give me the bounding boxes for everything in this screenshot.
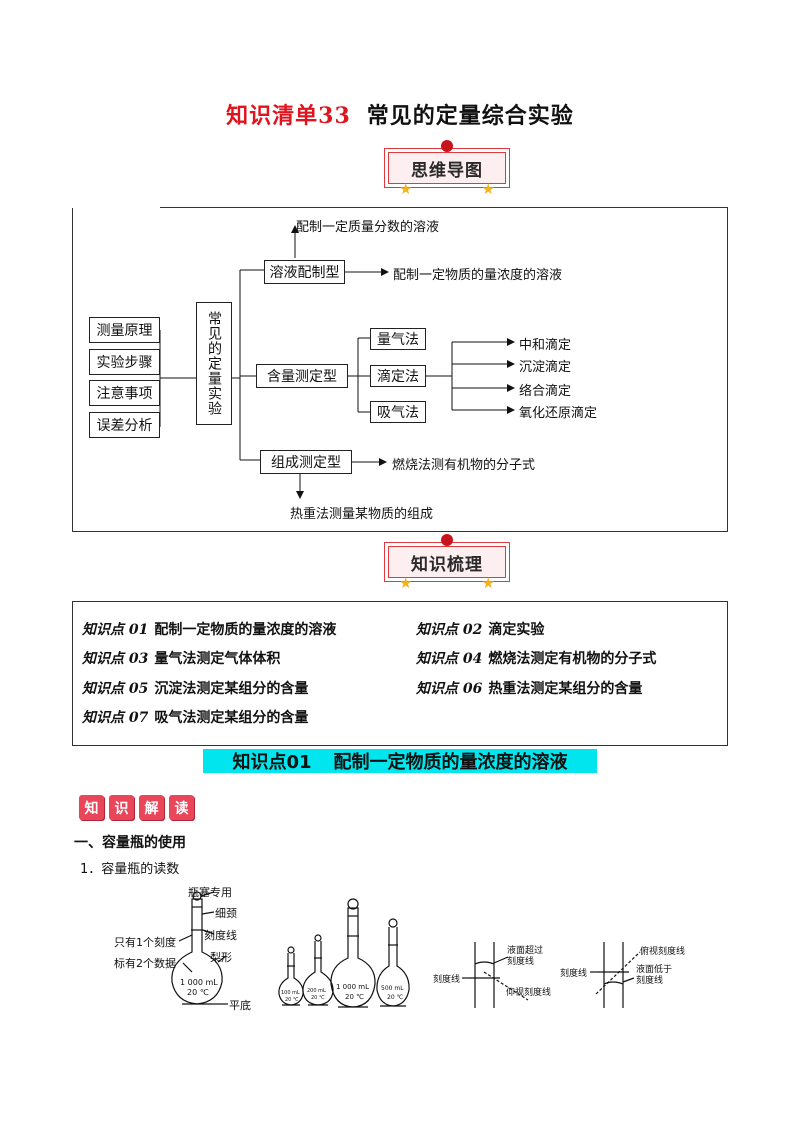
star-icon: ★ <box>481 180 495 198</box>
mind-map-leaf: 燃烧法测有机物的分子式 <box>392 458 536 473</box>
kp-text: 沉淀法测定某组分的含量 <box>154 681 309 697</box>
mind-map-leaf: 热重法测量某物质的组成 <box>290 507 434 522</box>
mind-map-leaf: 中和滴定 <box>519 338 572 353</box>
flask-mark: 1 000 mL <box>180 978 218 987</box>
flask-stopper-base <box>191 898 203 908</box>
flask-label: 瓶塞专用 <box>188 886 232 899</box>
flask-mark: 20 ℃ <box>345 993 364 1001</box>
flask-mark: 20 ℃ <box>311 995 325 1001</box>
title-code: 知识清单33 <box>226 103 351 129</box>
kp-text: 滴定实验 <box>488 622 545 638</box>
knowledge-point-link[interactable]: 知识点 03 量气法测定气体体积 <box>82 648 280 668</box>
kp-text: 配制一定物质的量浓度的溶液 <box>154 622 337 638</box>
flask-label: 细颈 <box>215 907 237 920</box>
knowledge-point-link[interactable]: 知识点 02 滴定实验 <box>416 619 544 639</box>
kp-num: 知识点 02 <box>416 622 483 638</box>
mind-map-branch: 溶液配制型 <box>264 260 345 284</box>
mind-map-leaf: 络合滴定 <box>519 384 572 399</box>
item-text: 1．容量瓶的读数 <box>80 862 180 877</box>
flask-label: 只有1个刻度 <box>114 936 176 949</box>
mind-map-banner-label: 思维导图 <box>388 152 506 184</box>
flask-mark: 20 ℃ <box>387 994 404 1001</box>
mind-map-leaf: 氧化还原滴定 <box>519 406 598 421</box>
mind-map-banner: 思维导图 ★ ★ <box>384 140 510 197</box>
mind-map-method: 滴定法 <box>370 365 426 387</box>
star-icon: ★ <box>399 180 413 198</box>
flask-mark: 20 ℃ <box>285 997 299 1003</box>
reading-label: 液面超过刻度线 <box>507 946 544 967</box>
badge-char: 识 <box>109 795 134 820</box>
mind-map-frame <box>72 207 728 532</box>
sorting-banner: 知识梳理 ★ ★ <box>384 534 510 591</box>
flask-label: 刻度线 <box>204 929 237 942</box>
knowledge-point-link[interactable]: 知识点 04 燃烧法测定有机物的分子式 <box>416 648 656 668</box>
reading-label: 刻度线 <box>560 969 588 979</box>
badge-char: 解 <box>139 795 164 820</box>
mind-map-method: 吸气法 <box>370 401 426 423</box>
kp-num: 知识点 06 <box>416 681 483 697</box>
flask-label: 平底 <box>229 999 251 1012</box>
subheading: 一、容量瓶的使用 <box>74 835 186 851</box>
reading-label: 刻度线 <box>433 975 461 985</box>
flask-mark: 1 000 mL <box>336 983 369 991</box>
pin-icon <box>441 140 453 152</box>
knowledge-list-frame <box>72 601 728 746</box>
mind-map-leaf: 配制一定质量分数的溶液 <box>296 220 440 235</box>
mind-map-branch: 含量测定型 <box>256 364 348 388</box>
mind-map-left-item: 注意事项 <box>89 380 160 406</box>
kp-num: 知识点 01 <box>82 622 149 638</box>
knowledge-point-link[interactable]: 知识点 07 吸气法测定某组分的含量 <box>82 707 308 727</box>
kp-num: 知识点 04 <box>416 651 483 667</box>
title-topic: 常见的定量综合实验 <box>366 104 574 129</box>
sorting-banner-label: 知识梳理 <box>388 546 506 578</box>
reading-label: 液面低于刻度线 <box>636 965 673 986</box>
mind-map-left-item: 测量原理 <box>89 317 160 343</box>
page-title: 知识清单33 常见的定量综合实验 <box>0 98 800 130</box>
badge-char: 读 <box>169 795 194 820</box>
star-icon: ★ <box>399 574 413 592</box>
mind-map-left-item: 误差分析 <box>89 412 160 438</box>
kp-text: 量气法测定气体体积 <box>154 651 281 667</box>
knowledge-point-link[interactable]: 知识点 05 沉淀法测定某组分的含量 <box>82 678 308 698</box>
knowledge-point-link[interactable]: 知识点 06 热重法测定某组分的含量 <box>416 678 642 698</box>
kp-num: 知识点 03 <box>82 651 149 667</box>
kp-text: 燃烧法测定有机物的分子式 <box>488 651 657 667</box>
flask-mark: 500 mL <box>381 985 404 992</box>
flask-mark: 200 mL <box>307 988 326 994</box>
knowledge-point-link[interactable]: 知识点 01 配制一定物质的量浓度的溶液 <box>82 619 336 639</box>
flask-mark: 100 mL <box>281 990 300 996</box>
flask-mark: 20 ℃ <box>187 988 209 997</box>
section-title: 配制一定物质的量浓度的溶液 <box>333 752 568 773</box>
kp-text: 热重法测定某组分的含量 <box>488 681 643 697</box>
mind-map-method: 量气法 <box>370 328 426 350</box>
mind-map-left-item: 实验步骤 <box>89 349 160 375</box>
mind-map-leaf: 沉淀滴定 <box>519 360 572 375</box>
reading-label: 仰视刻度线 <box>506 988 552 998</box>
flask-label: 梨形 <box>210 951 232 964</box>
section-num: 知识点01 <box>232 752 312 773</box>
mind-map-branch: 组成测定型 <box>260 450 352 474</box>
star-icon: ★ <box>481 574 495 592</box>
pin-icon <box>441 534 453 546</box>
kp-num: 知识点 07 <box>82 710 149 726</box>
kp-text: 吸气法测定某组分的含量 <box>154 710 309 726</box>
reading-label: 俯视刻度线 <box>640 947 686 957</box>
kp-num: 知识点 05 <box>82 681 149 697</box>
mind-map-center: 常见的定量实验 <box>196 302 232 425</box>
badge-char: 知 <box>79 795 104 820</box>
mind-map-leaf: 配制一定物质的量浓度的溶液 <box>393 268 563 283</box>
flask-label: 标有2个数据 <box>114 957 176 970</box>
section-heading: 知识点01 配制一定物质的量浓度的溶液 <box>203 749 597 773</box>
